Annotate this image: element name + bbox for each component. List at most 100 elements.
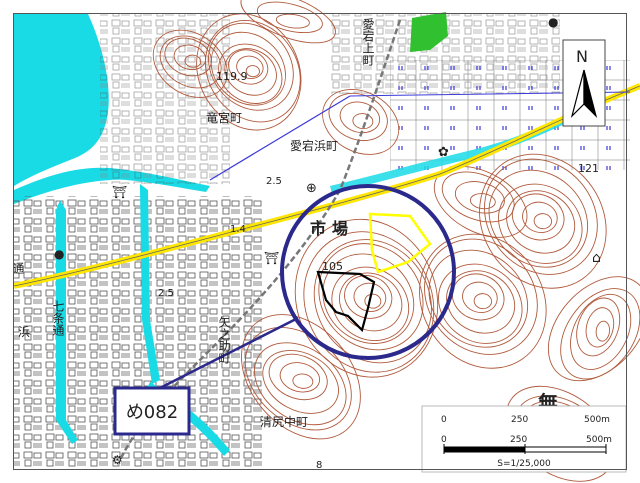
contour-line [318,243,424,351]
north-arrow: N [562,39,606,127]
label-elev-121: 121 [578,162,599,175]
contour-line [240,0,336,44]
scale-bar: 0 250 500m 0 250 500m S=1/25,000 [421,405,627,473]
sea-area [14,14,109,186]
label-atago-kami: 愛宕上町 [361,18,375,66]
contour-line [292,373,314,389]
symbol-factory: ✿ [438,145,449,160]
contour-line [241,314,361,440]
label-tori: 通 [11,262,25,274]
contour-line [533,213,553,230]
contour-line [446,270,516,334]
canal-center [140,184,160,384]
contour-line [303,231,435,373]
contour-line [196,13,302,131]
symbol-gear: ⚙ [112,453,123,467]
contour-line [473,293,493,310]
urban-blocks-north [100,14,230,184]
contour-line [152,29,228,98]
site-code-label: め082 [126,402,178,423]
contour-line [441,171,515,223]
label-kiyoshiri: 清尻中町 [260,414,308,429]
contour-line [506,190,576,254]
contour-line [173,44,207,71]
contour-line [462,281,498,313]
contour-line [424,238,538,355]
yellow-zone [368,212,432,274]
label-road-14: 1.4 [230,224,246,235]
contour-line [547,276,640,382]
label-elev-105: 105 [322,260,343,273]
contour-line [364,293,382,309]
scale-top-0: 0 [441,415,447,425]
label-small-8: 8 [316,460,322,471]
map-frame [13,13,627,470]
leader-line [159,316,299,390]
railway [118,19,402,461]
contour-line [268,353,328,401]
symbol-gate-2: ⛩ [264,251,279,265]
contour-line [279,362,321,393]
symbol-cemetery: ● [54,247,64,261]
contour-line [210,31,286,106]
label-road-25-b: 2.5 [158,288,174,299]
contour-line [164,37,212,77]
park-area [410,12,448,52]
symbol-school: ● [548,15,558,29]
contour-line [331,266,410,341]
contour-line [576,297,621,357]
contour-line [522,201,558,233]
contour-line [570,294,632,370]
symbol-gate-1: ⛩ [112,185,127,199]
contour-line [254,342,347,426]
symbol-post-office: ⊕ [306,181,317,196]
contour-line [454,181,505,214]
contour-line [224,48,277,96]
contour-line [236,55,264,80]
label-tatsumiya: 竜宮町 [206,110,242,125]
contour-line [352,113,374,130]
contour-line [484,158,598,275]
contour-line [256,1,323,34]
contour-line [595,320,611,342]
contour-line [585,307,615,348]
canal-left [56,200,78,444]
contour-line [469,193,496,210]
contour-line [438,263,523,344]
contour-line [204,20,301,123]
contour-line [262,350,339,414]
scale-top-250: 250 [511,415,528,425]
contour-line [339,101,381,134]
label-ichiba: 市場 [310,219,354,238]
contour-line [560,288,640,380]
scale-main-500: 500m [586,435,612,445]
label-hama: 浜 [18,325,30,339]
contour-line [228,49,269,85]
label-shichijo: 七条通 [51,300,65,336]
contour-line [275,13,310,29]
north-arrow-right [583,69,598,118]
label-yanosuke: 矢之助町 [217,316,231,364]
north-label: N [576,47,588,66]
site-outline [316,270,376,333]
scale-ratio: S=1/25,000 [497,459,551,469]
contour-line [184,54,202,68]
label-elev-119: 119.9 [216,70,248,83]
contour-line [488,169,589,268]
contour-line [159,35,222,89]
scale-top-500: 500m [584,415,610,425]
contour-lines [152,0,640,482]
river-east [330,100,604,194]
scale-main-0: 0 [441,435,447,445]
contour-line [245,65,260,78]
site-code-box: め082 [113,386,191,436]
main-road-edge [13,85,640,287]
contour-line [344,275,393,319]
contour-line [322,253,415,344]
contour-line [428,249,529,348]
contour-line [218,43,283,104]
scale-main-250: 250 [510,435,527,445]
contour-line [433,166,528,238]
